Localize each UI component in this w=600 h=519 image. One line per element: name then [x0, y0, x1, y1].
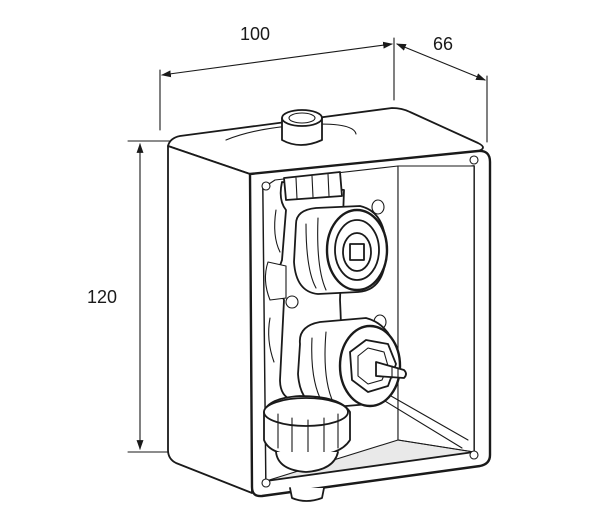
valve-body: [264, 171, 407, 409]
bottom-pipe-fitting: [263, 395, 351, 502]
mounting-hole-upper: [371, 199, 385, 215]
top-pipe-outlet: [281, 109, 323, 146]
screw-hole-top-right: [469, 155, 479, 165]
dimension-height-label: 120: [87, 287, 117, 307]
dimension-width: 100: [159, 24, 395, 131]
dimension-depth-label: 66: [433, 34, 453, 54]
screw-hole-bottom-left: [261, 478, 271, 488]
dimension-width-label: 100: [240, 24, 270, 44]
dimension-depth: 66: [396, 34, 488, 143]
screw-hole-top-left: [261, 181, 271, 191]
screw-hole-bottom-right: [469, 450, 479, 460]
